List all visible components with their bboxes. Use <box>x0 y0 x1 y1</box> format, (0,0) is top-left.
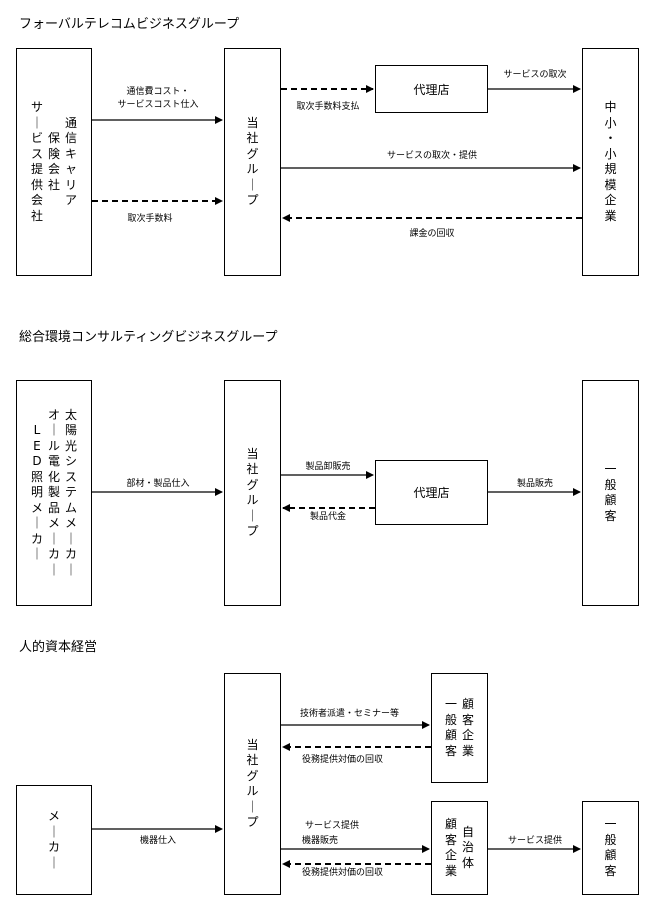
section-title-environment: 総合環境コンサルティングビジネスグループ <box>19 330 278 345</box>
vertical-text-column: 当社グル｜プ <box>246 737 259 830</box>
company-group-text: 当社グル｜プ <box>225 381 280 605</box>
label-cost-purchase-line1: 通信費コスト・ <box>126 87 190 97</box>
label-commission-payment: 取次手数料支払 <box>296 102 360 112</box>
label-collection-2: 役務提供対価の回収 <box>302 868 384 878</box>
vertical-text-column: メ｜カ｜ <box>47 809 60 870</box>
sme-box: 中小・小規模企業 <box>582 48 639 276</box>
agency-box-environment: 代理店 <box>375 460 488 525</box>
section-title-human-capital: 人的資本経営 <box>19 640 98 655</box>
label-collection-1: 役務提供対価の回収 <box>302 755 384 765</box>
section-title-telecom: フォーバルテレコムビジネスグループ <box>19 17 240 32</box>
label-service: サービス提供 <box>305 821 360 831</box>
vertical-text-column: 当社グル｜プ <box>246 115 259 208</box>
agency-box-telecom: 代理店 <box>375 65 488 113</box>
label-dispatch: 技術者派遣・セミナー等 <box>300 709 400 719</box>
sme-box-text: 中小・小規模企業 <box>583 49 638 275</box>
vertical-text-column: 自治体 <box>462 824 475 870</box>
general-customer-box-human-capital: 一般顧客 <box>582 801 639 895</box>
vertical-text-column: 太陽光システムメ｜カ｜ <box>65 407 78 577</box>
company-group-box-telecom: 当社グル｜プ <box>224 48 281 276</box>
vertical-text-column: 顧客企業 <box>444 817 457 878</box>
agency-label: 代理店 <box>413 82 450 97</box>
label-cost-purchase-line2: サービスコスト仕入 <box>117 100 199 110</box>
maker-box: メ｜カ｜ <box>16 785 92 895</box>
agency-label: 代理店 <box>413 486 450 500</box>
company-group-text: 当社グル｜プ <box>225 49 280 275</box>
vertical-text-column: 一般顧客 <box>444 697 457 758</box>
label-service-provision: サービスの取次・提供 <box>386 151 478 161</box>
vertical-text-column: 通信キャリア <box>65 115 78 208</box>
company-group-text: 当社グル｜プ <box>225 674 280 894</box>
vertical-text-column: 中小・小規模企業 <box>604 100 617 223</box>
label-wholesale: 製品卸販売 <box>305 462 351 472</box>
client-box-2: 自治体顧客企業 <box>431 801 488 895</box>
label-payment: 製品代金 <box>309 512 347 522</box>
vertical-text-column: 当社グル｜プ <box>246 446 259 539</box>
company-group-box-environment: 当社グル｜プ <box>224 380 281 606</box>
client-box-1: 顧客企業一般顧客 <box>431 673 488 783</box>
company-group-box-human-capital: 当社グル｜プ <box>224 673 281 895</box>
label-service-2: サービス提供 <box>507 836 563 846</box>
vertical-text-column: 一般顧客 <box>604 462 617 523</box>
label-parts-purchase: 部材・製品仕入 <box>126 479 190 489</box>
label-service-agency: サービスの取次 <box>503 70 567 80</box>
vertical-text-column: 保険会社 <box>47 131 60 192</box>
vertical-text-column: オ｜ル電化製品メ｜カ｜ <box>47 407 60 577</box>
label-billing: 課金の回収 <box>409 229 455 239</box>
label-retail: 製品販売 <box>516 479 554 489</box>
general-customer-box: 一般顧客 <box>582 380 639 606</box>
client-box-2-text: 自治体顧客企業 <box>432 802 487 894</box>
suppliers-box: 通信キャリア保険会社サ｜ビス提供会社 <box>16 48 92 276</box>
client-box-1-text: 顧客企業一般顧客 <box>432 674 487 782</box>
label-equipment-sales: 機器販売 <box>302 836 339 846</box>
suppliers-box-text: 通信キャリア保険会社サ｜ビス提供会社 <box>17 49 91 275</box>
general-customer-text: 一般顧客 <box>583 802 638 894</box>
label-equipment-purchase: 機器仕入 <box>139 836 177 846</box>
vertical-text-column: 一般顧客 <box>604 817 617 878</box>
maker-box-text: メ｜カ｜ <box>17 786 91 894</box>
label-commission: 取次手数料 <box>127 214 173 224</box>
general-customer-text: 一般顧客 <box>583 381 638 605</box>
vertical-text-column: 顧客企業 <box>462 697 475 758</box>
vertical-text-column: サ｜ビス提供会社 <box>30 100 43 223</box>
